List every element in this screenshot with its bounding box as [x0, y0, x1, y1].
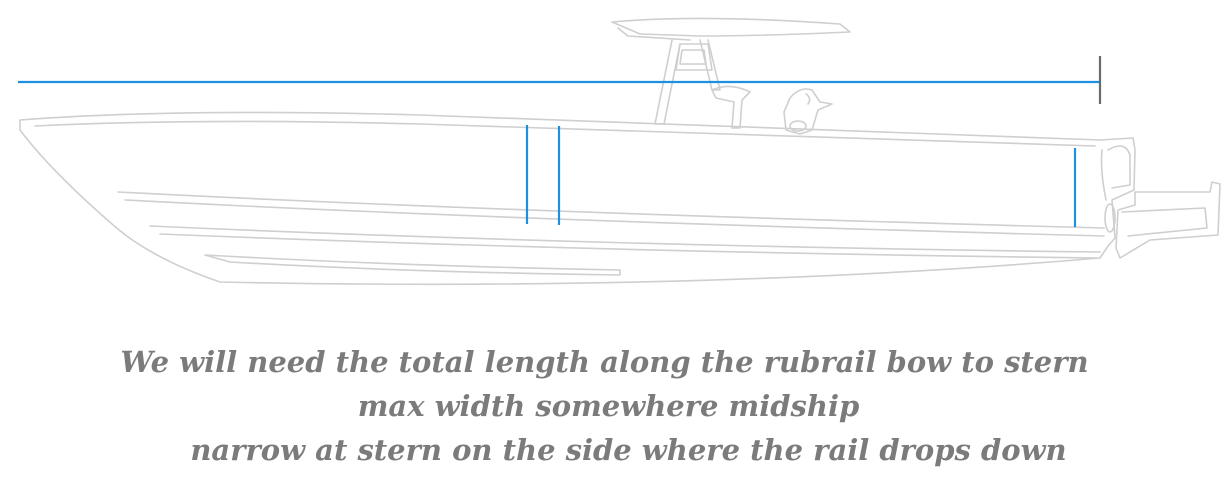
- instruction-caption: We will need the total length along the …: [0, 340, 1225, 472]
- boat-hull-outline: [19, 111, 1136, 286]
- caption-line-narrow-stern: narrow at stern on the side where the ra…: [190, 433, 1067, 467]
- t-top-outline: [611, 17, 851, 135]
- caption-line-total-length: We will need the total length along the …: [120, 345, 1089, 379]
- swim-platform-outline: [1115, 181, 1221, 259]
- caption-line-max-width: max width somewhere midship: [357, 389, 860, 423]
